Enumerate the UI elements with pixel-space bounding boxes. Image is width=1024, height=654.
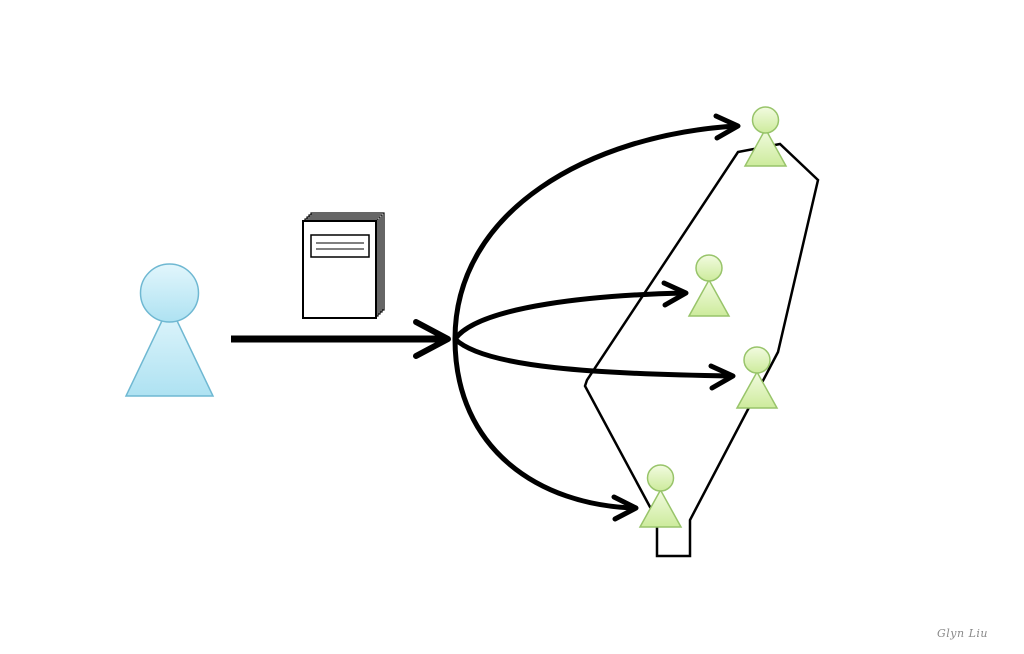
receiver-person-icon-2 [687,254,731,317]
receiver-person-icon-1 [743,106,788,167]
branch-arrow-middle-upper [452,280,689,341]
author-signature: Glyn Liu [936,627,988,640]
receiver-person-icon-3 [735,346,779,409]
main-arrow [231,319,451,359]
branch-arrow-bottom [452,338,639,522]
branch-arrow-top [452,113,741,340]
sender-person-icon [124,263,215,397]
receiver-person-icon-4 [638,464,683,528]
document-stack-icon [302,212,385,319]
region-outline [583,142,820,558]
branch-arrow-middle-lower [453,337,736,391]
